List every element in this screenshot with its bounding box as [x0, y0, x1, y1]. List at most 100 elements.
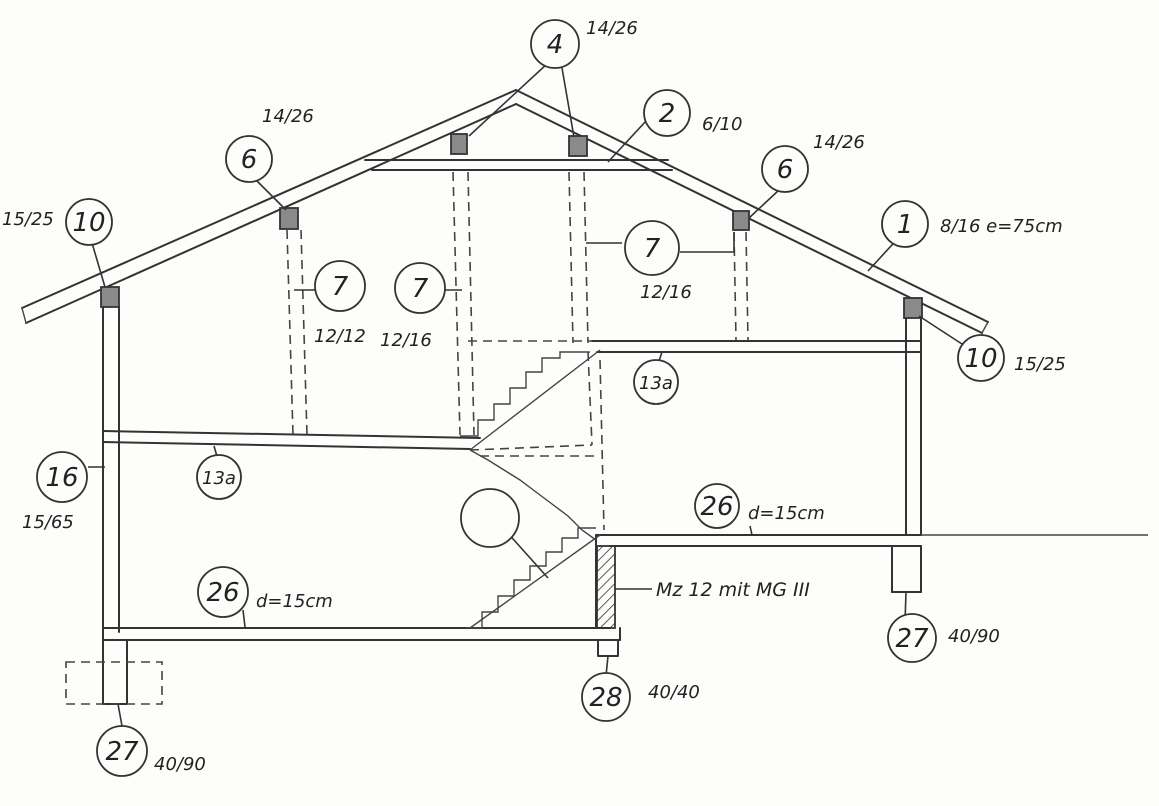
label-circle [196, 454, 242, 500]
label-10-right: 10 15/25 [957, 334, 1066, 382]
leader-2 [607, 120, 647, 163]
label-dimension: 15/25 [1014, 354, 1066, 375]
label-dimension: 15/25 [2, 209, 54, 230]
rafter-right-end [981, 321, 989, 334]
leader-10r [918, 315, 963, 345]
label-number: 4 [547, 30, 564, 60]
label-circle [881, 200, 929, 248]
label-number: 6 [777, 155, 794, 185]
label-dimension: 12/12 [314, 326, 366, 347]
label-number: 13a [639, 373, 673, 394]
label-6-left: 6 14/26 [225, 106, 314, 183]
post-mid-a [452, 171, 461, 436]
label-6-right: 6 14/26 [761, 132, 865, 193]
ridge-purlin-right [568, 135, 588, 157]
leaders [88, 62, 963, 727]
label-7-mid: 7 12/16 [380, 262, 446, 351]
label-number: 2 [659, 99, 676, 129]
lower-flight [469, 449, 597, 541]
label-26-left: 26 d=15cm [197, 566, 333, 618]
attic-posts [286, 171, 749, 436]
label-circle [957, 334, 1005, 382]
label-28: 28 40/40 [581, 672, 700, 722]
label-number: 10 [964, 344, 997, 374]
label-number: 6 [241, 145, 258, 175]
label-circle [530, 19, 580, 69]
label-circle [887, 613, 937, 663]
post-eave-right-b [745, 231, 749, 341]
label-dimension: 40/90 [154, 754, 206, 775]
label-circle [96, 725, 148, 777]
label-10-left: 10 15/25 [2, 198, 113, 246]
stair-hidden-4 [469, 444, 593, 451]
label-dimension: 40/40 [648, 682, 700, 703]
label-circle [65, 198, 113, 246]
leader-6r [748, 189, 780, 219]
label-circle [225, 135, 273, 183]
upper-slab-left-top [102, 430, 481, 439]
label-dimension: 8/16 e=75cm [940, 216, 1063, 237]
label-number: 26 [700, 492, 733, 522]
footing-right [891, 545, 922, 593]
label-2: 2 6/10 [643, 89, 742, 137]
leader-6l [255, 179, 287, 211]
rafter-left-top [21, 89, 517, 309]
post-left-a [286, 229, 294, 436]
label-4: 4 14/26 [530, 18, 638, 69]
leader-4a [468, 62, 549, 137]
label-circle [314, 260, 366, 312]
label-circle [624, 220, 680, 276]
label-number: 7 [332, 272, 349, 302]
leader-26l [242, 609, 246, 628]
label-circle [761, 145, 809, 193]
label-number: 1 [897, 210, 914, 240]
label-masonry: Mz 12 mit MG III [656, 579, 810, 601]
leader-4b [561, 67, 575, 138]
label-1: 1 8/16 e=75cm [881, 200, 1063, 248]
label-stair [460, 488, 520, 548]
footing-mid [597, 639, 619, 657]
post-right-b [583, 171, 589, 344]
stairs [460, 340, 605, 629]
rafter-right-top [515, 89, 989, 323]
label-number: 27 [105, 737, 139, 767]
label-number: 27 [895, 624, 929, 654]
label-number: 7 [412, 274, 429, 304]
label-dimension: 12/16 [640, 282, 692, 303]
label-circle [394, 262, 446, 314]
label-dimension: 14/26 [262, 106, 314, 127]
label-dimension: d=15cm [256, 591, 333, 612]
label-number: 13a [202, 468, 236, 489]
masonry-wall [596, 545, 616, 629]
label-dimension: 12/16 [380, 330, 432, 351]
label-dimension: 14/26 [813, 132, 865, 153]
label-number: 26 [206, 578, 239, 608]
upper-flight [460, 351, 590, 437]
label-number: 7 [644, 234, 661, 264]
label-dimension: 40/90 [948, 626, 1000, 647]
lower-flight-steps [466, 527, 596, 629]
label-circle [633, 359, 679, 405]
lower-flight-stringer [469, 534, 601, 629]
post-left-b [300, 229, 308, 436]
footing-left [102, 639, 128, 705]
label-circle [694, 483, 740, 529]
wall-plate-left [100, 286, 120, 308]
label-dimension: 14/26 [586, 18, 638, 39]
ridge-purlin-left [450, 133, 468, 155]
middle-purlin-left [279, 207, 299, 230]
stair-hidden-2 [587, 351, 593, 446]
label-27-right: 27 40/90 [887, 613, 1000, 663]
label-circle [197, 566, 249, 618]
label-13a-left: 13a [196, 454, 242, 500]
label-circle [460, 488, 520, 548]
label-7-left: 7 12/12 [314, 260, 366, 347]
label-dimension: 15/65 [22, 512, 74, 533]
post-right-a [568, 171, 574, 344]
label-16: 16 15/65 [22, 451, 88, 533]
roof [21, 89, 989, 334]
label-number: 10 [72, 208, 105, 238]
label-13a-right: 13a [633, 359, 679, 405]
